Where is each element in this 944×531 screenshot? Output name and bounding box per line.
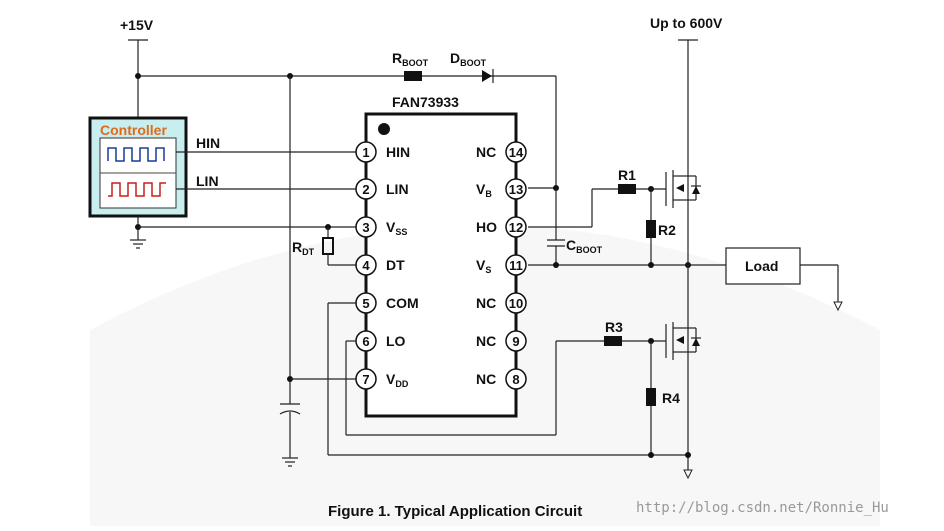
vcc-rail: [128, 39, 557, 188]
controller-block: [88, 116, 188, 218]
pin-number: 3: [362, 220, 369, 235]
pin-name: NC: [476, 371, 496, 387]
pin-number: 10: [509, 296, 523, 311]
pin-name: VSS: [386, 219, 407, 237]
vs-wiring: [528, 262, 726, 268]
pin-circle: [505, 216, 527, 238]
ic-pin: 8 NC: [476, 368, 527, 390]
blog-watermark: http://blog.csdn.net/Ronnie_Hu: [636, 500, 889, 516]
hin-signal-label: HIN: [196, 135, 220, 151]
pin-number: 7: [362, 372, 369, 387]
vcc-label: +15V: [120, 17, 154, 33]
pin-number: 4: [362, 258, 370, 273]
pin-circle: [505, 178, 527, 200]
low-side-mosfet-icon: [665, 322, 701, 376]
r1-label: R1: [618, 167, 636, 183]
vdd-rail: [279, 76, 356, 467]
pin-number: 5: [362, 296, 369, 311]
ho-wiring: [528, 184, 666, 228]
load-label: Load: [745, 258, 778, 274]
r2-label: R2: [658, 222, 676, 238]
pin-circle: [505, 330, 527, 352]
pin-number: 8: [512, 372, 519, 387]
cboot-label: CBOOT: [566, 237, 603, 255]
pin-name: DT: [386, 257, 405, 273]
ic-pin: 9 NC: [476, 330, 527, 352]
pin-name: COM: [386, 295, 419, 311]
ic-pin: 2 LIN: [355, 178, 409, 200]
ic-pin: 12 HO: [476, 216, 527, 238]
ic-pin: 7 VDD: [355, 368, 409, 390]
pin-circle: [355, 368, 377, 390]
lin-signal-label: LIN: [196, 173, 219, 189]
ic-pin: 1 HIN: [355, 141, 410, 163]
pin-number: 11: [509, 258, 523, 273]
rdt-label: RDT: [292, 239, 315, 257]
ic-pin: 14 NC: [476, 141, 527, 163]
dboot-label: DBOOT: [450, 50, 487, 68]
pin-name: HO: [476, 219, 497, 235]
pin-number: 14: [509, 145, 524, 160]
controller-ground: [130, 216, 356, 249]
pin-name: NC: [476, 144, 496, 160]
rdt-resistor: [322, 227, 356, 266]
pin-number: 2: [362, 182, 369, 197]
ic-body: [364, 112, 518, 418]
ic-pin: 6 LO: [355, 330, 406, 352]
r4-resistor: [646, 341, 656, 455]
ic-pin: 5 COM: [355, 292, 419, 314]
lin-waveform-icon: [108, 182, 166, 197]
ic-pin: 4 DT: [355, 254, 405, 276]
dboot-diode: [482, 69, 494, 83]
pin-name: LO: [386, 333, 406, 349]
pin-circle: [355, 216, 377, 238]
controller-title: Controller: [100, 122, 167, 138]
pin-circle: [355, 254, 377, 276]
hin-waveform-icon: [107, 147, 165, 162]
pin-name: NC: [476, 295, 496, 311]
com-wiring: [327, 302, 691, 458]
pin-number: 12: [509, 220, 523, 235]
load-box: [725, 247, 843, 312]
pin-name: VS: [476, 257, 491, 275]
pin-name: NC: [476, 333, 496, 349]
pin-circle: [505, 368, 527, 390]
pin-number: 9: [512, 334, 519, 349]
pin-name: HIN: [386, 144, 410, 160]
ic-left-pins: 1 HIN 2 LIN 3 VSS 4 DT 5 COM 6 LO 7 VDD: [355, 141, 419, 390]
pin-circle: [505, 254, 527, 276]
r3-label: R3: [605, 319, 623, 335]
rboot-label: RBOOT: [392, 50, 429, 68]
pin-name: VB: [476, 181, 492, 199]
pin-number: 13: [509, 182, 523, 197]
figure-caption: Figure 1. Typical Application Circuit: [328, 503, 582, 520]
ic-pin: 11 VS: [476, 254, 527, 276]
hv-label: Up to 600V: [650, 15, 723, 31]
high-side-mosfet-icon: [665, 160, 701, 216]
ic-name: FAN73933: [392, 94, 459, 110]
r2-resistor: [646, 189, 656, 265]
pin-circle: [355, 178, 377, 200]
pin-circle: [505, 292, 527, 314]
rboot-resistor: [404, 71, 482, 81]
pin-name: LIN: [386, 181, 409, 197]
pin-number: 1: [362, 145, 369, 160]
pin-number: 6: [362, 334, 369, 349]
vb-wiring: [528, 185, 559, 240]
ic-pin: 10 NC: [476, 292, 527, 314]
r4-label: R4: [662, 390, 680, 406]
ic-pin: 13 VB: [476, 178, 527, 200]
pin-name: VDD: [386, 371, 409, 389]
pin-circle: [355, 141, 377, 163]
pin-circle: [505, 141, 527, 163]
ic-pin: 3 VSS: [355, 216, 407, 238]
cboot-capacitor: [547, 239, 565, 265]
